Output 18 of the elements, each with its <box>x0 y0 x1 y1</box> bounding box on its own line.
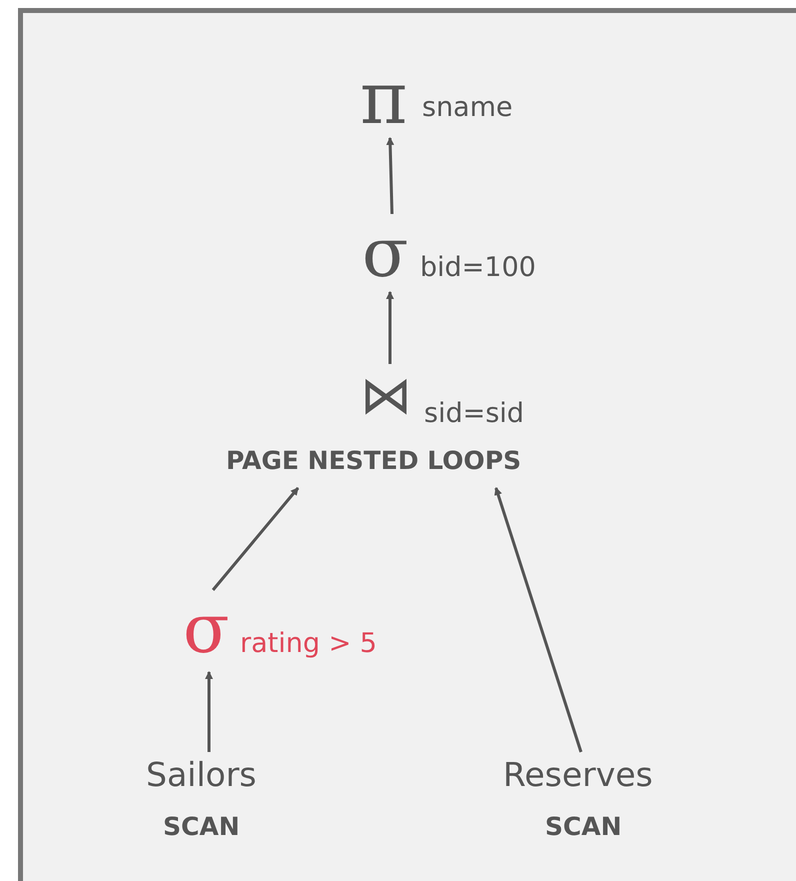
arrow <box>205 671 213 752</box>
relation-name: Sailors <box>146 758 256 791</box>
attribute-subscript: sname <box>422 94 513 121</box>
join-method-label: PAGE NESTED LOOPS <box>226 448 522 473</box>
arrow <box>494 487 582 752</box>
access-method-label: SCAN <box>163 814 240 839</box>
sigma-symbol: σ <box>183 596 230 664</box>
sigma-symbol: σ <box>362 220 408 288</box>
join-predicate-subscript: sid=sid <box>424 400 524 427</box>
join-symbol: ⋈ <box>360 370 412 422</box>
arrow <box>386 291 394 364</box>
arrow <box>386 137 394 214</box>
arrow <box>212 487 300 591</box>
predicate-subscript: rating > 5 <box>240 630 377 657</box>
relation-name: Reserves <box>503 758 653 791</box>
access-method-label: SCAN <box>545 814 622 839</box>
predicate-subscript: bid=100 <box>420 254 536 281</box>
pi-symbol: π <box>360 62 408 134</box>
